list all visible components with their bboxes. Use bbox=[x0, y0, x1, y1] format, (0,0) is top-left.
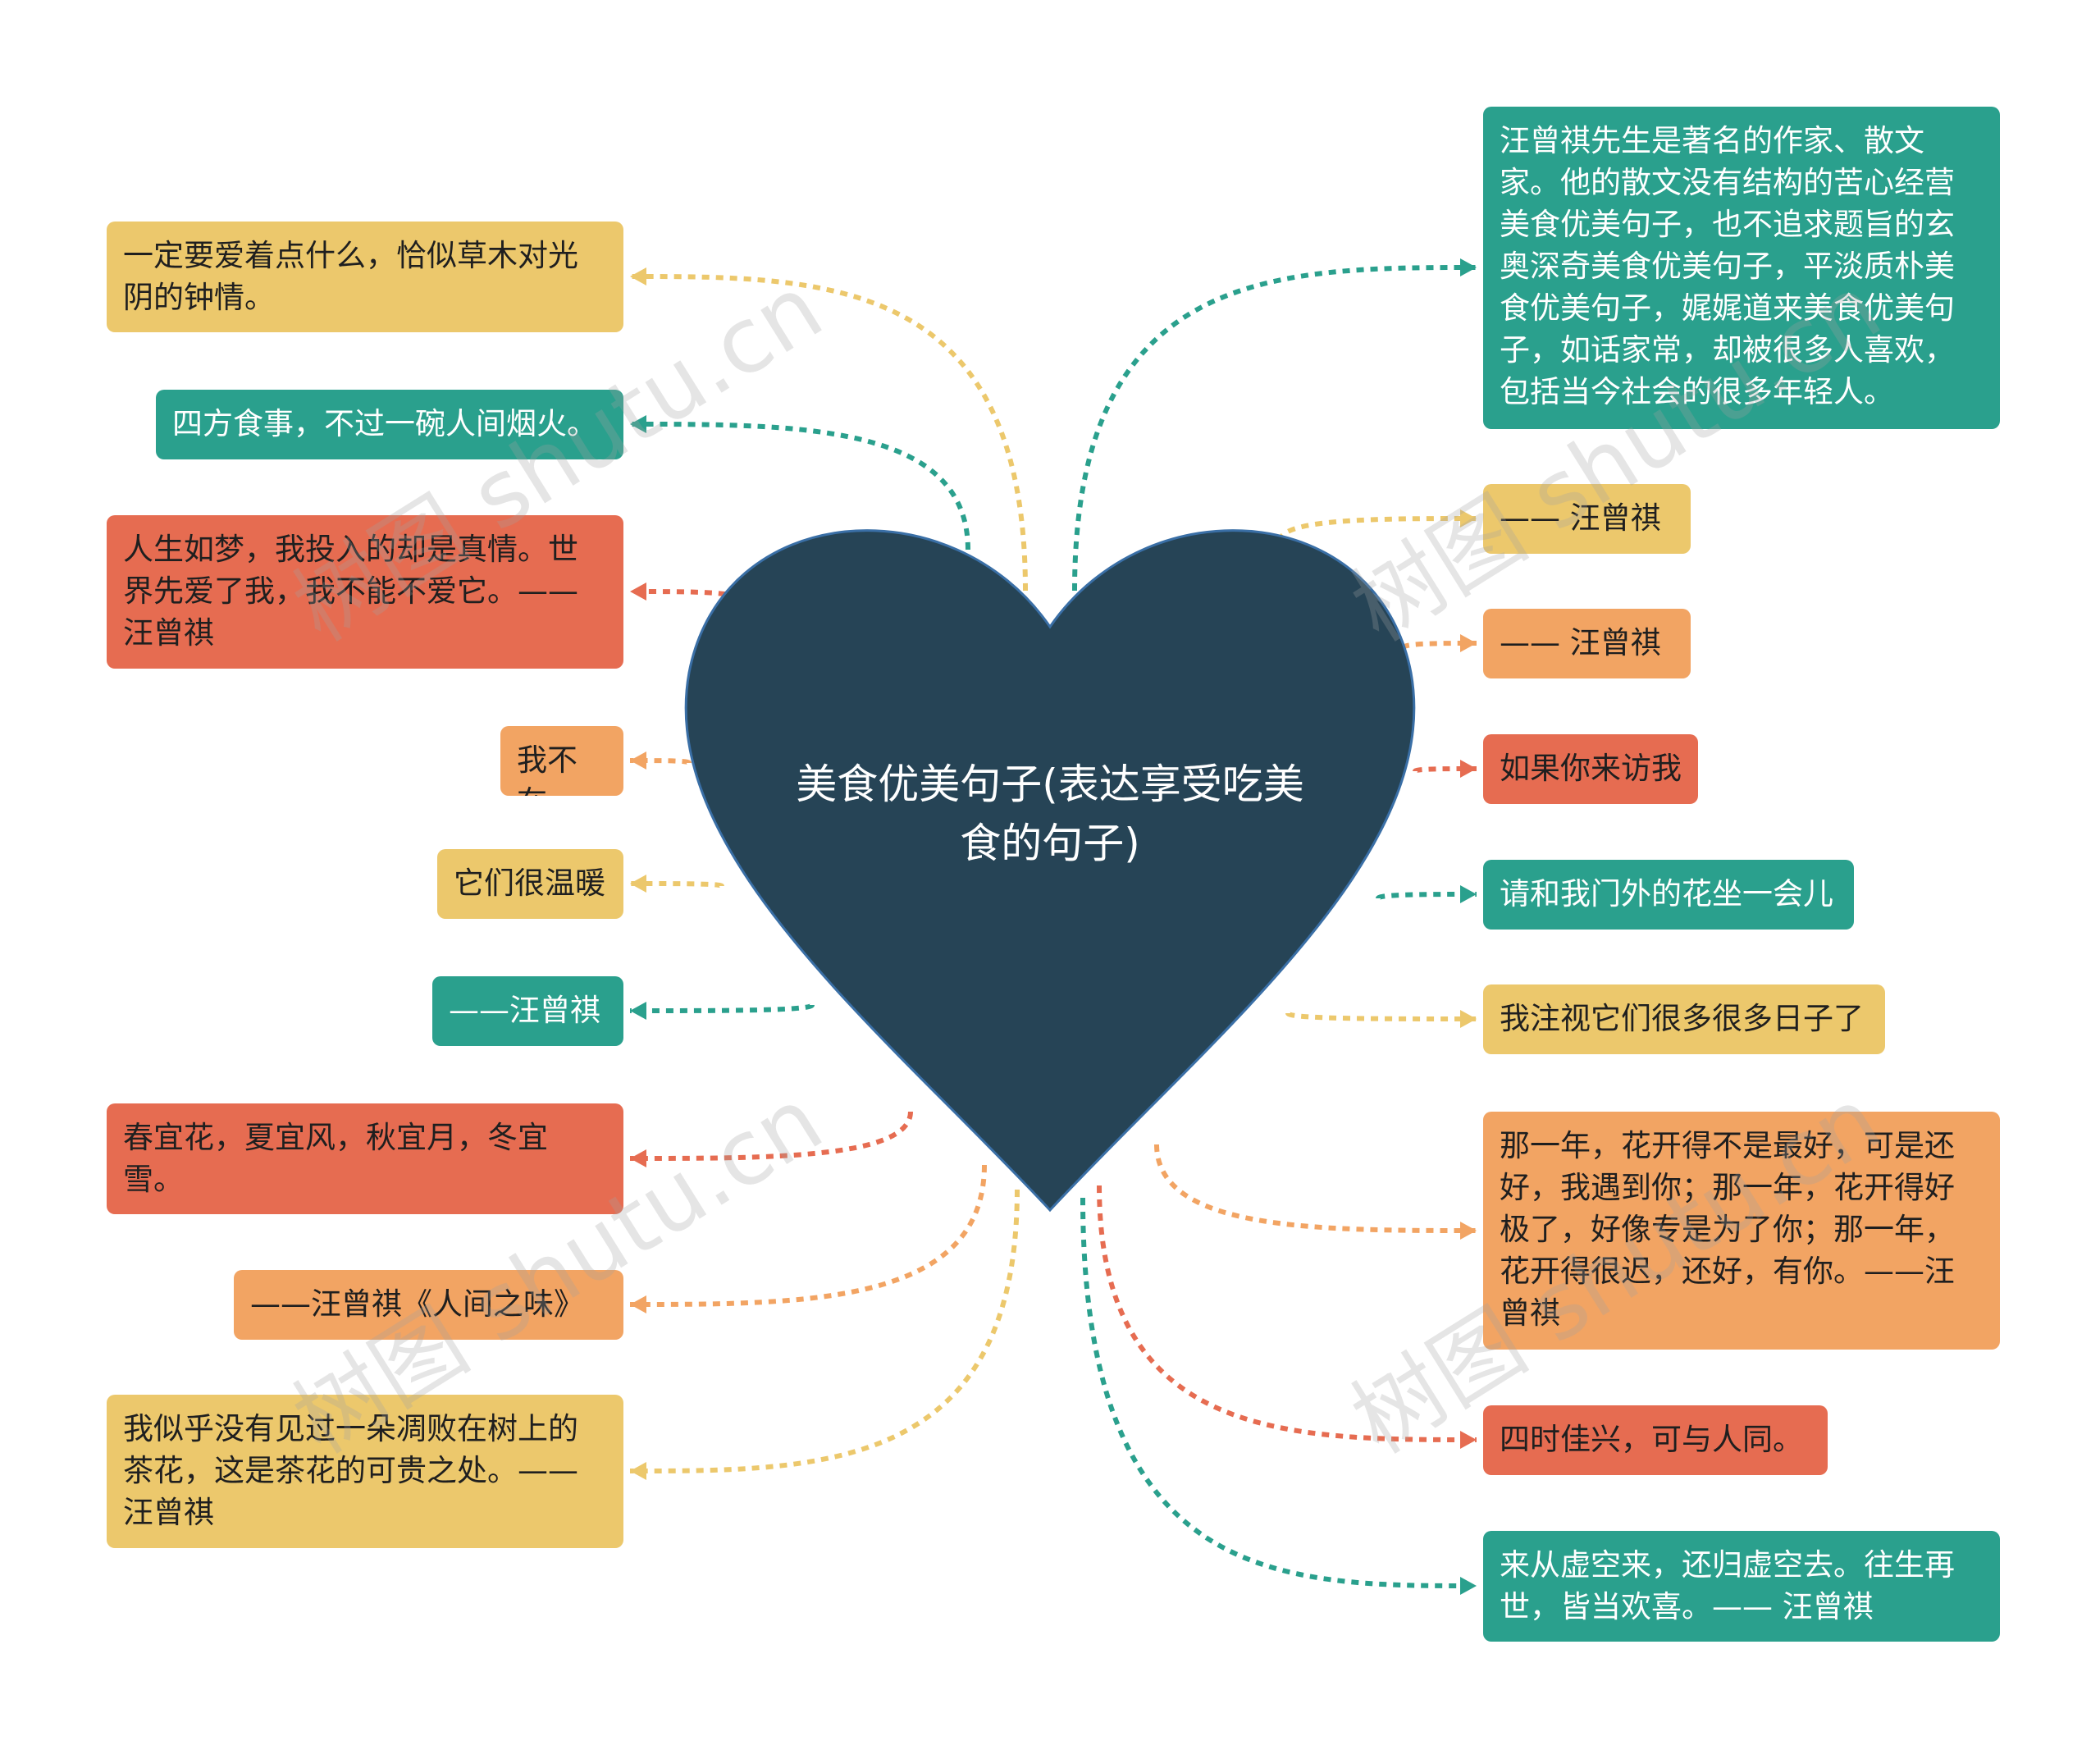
left-node-3-text: 人生如梦，我投入的却是真情。世界先爱了我，我不能不爱它。——汪曾祺 bbox=[123, 532, 578, 651]
edge-left-4-arrowhead bbox=[630, 751, 646, 770]
edge-right-3-arrowhead bbox=[1460, 634, 1477, 652]
edge-right-8-arrowhead bbox=[1460, 1431, 1477, 1449]
left-node-5[interactable]: 它们很温暖 bbox=[437, 849, 623, 919]
right-node-1[interactable]: 汪曾祺先生是著名的作家、散文家。他的散文没有结构的苦心经营美食优美句子，也不追求… bbox=[1483, 107, 2000, 429]
edge-left-1-arrowhead bbox=[630, 267, 646, 286]
left-node-7-text: 春宜花，夏宜风，秋宜月，冬宜雪。 bbox=[123, 1120, 548, 1197]
edge-right-5-arrowhead bbox=[1460, 885, 1477, 903]
right-node-3-text: —— 汪曾祺 bbox=[1500, 625, 1661, 660]
center-topic-title[interactable]: 美食优美句子(表达享受吃美食的句子) bbox=[796, 761, 1304, 867]
edge-left-2 bbox=[629, 422, 970, 550]
edge-right-2-arrowhead bbox=[1460, 509, 1477, 528]
right-node-8[interactable]: 四时佳兴，可与人同。 bbox=[1483, 1405, 1828, 1475]
left-node-5-text: 它们很温暖 bbox=[454, 866, 605, 901]
left-node-2[interactable]: 四方食事，不过一碗人间烟火。 bbox=[156, 390, 623, 459]
right-node-5[interactable]: 请和我门外的花坐一会儿 bbox=[1483, 860, 1854, 930]
edge-left-3-arrowhead bbox=[630, 582, 646, 601]
right-node-6-text: 我注视它们很多很多日子了 bbox=[1500, 1001, 1864, 1036]
right-node-1-text: 汪曾祺先生是著名的作家、散文家。他的散文没有结构的苦心经营美食优美句子，也不追求… bbox=[1500, 123, 1955, 409]
edge-right-4-arrowhead bbox=[1460, 760, 1477, 778]
edge-right-7-arrowhead bbox=[1460, 1222, 1477, 1240]
left-node-9-text: 我似乎没有见过一朵凋败在树上的茶花，这是茶花的可贵之处。——汪曾祺 bbox=[123, 1411, 578, 1530]
right-node-6[interactable]: 我注视它们很多很多日子了 bbox=[1483, 984, 1885, 1054]
left-node-2-text: 四方食事，不过一碗人间烟火。 bbox=[172, 406, 597, 441]
edge-left-8 bbox=[629, 1164, 987, 1307]
right-node-2-text: —— 汪曾祺 bbox=[1500, 500, 1661, 536]
right-node-7[interactable]: 那一年，花开得不是最好，可是还好，我遇到你；那一年，花开得好极了，好像专是为了你… bbox=[1483, 1112, 2000, 1350]
right-node-7-text: 那一年，花开得不是最好，可是还好，我遇到你；那一年，花开得好极了，好像专是为了你… bbox=[1500, 1128, 1955, 1331]
right-node-4[interactable]: 如果你来访我 bbox=[1483, 734, 1698, 804]
left-node-7[interactable]: 春宜花，夏宜风，秋宜月，冬宜雪。 bbox=[107, 1103, 623, 1214]
edge-left-8-arrowhead bbox=[630, 1295, 646, 1313]
right-node-9[interactable]: 来从虚空来，还归虚空去。往生再世，皆当欢喜。—— 汪曾祺 bbox=[1483, 1531, 2000, 1642]
edge-left-9-arrowhead bbox=[630, 1462, 646, 1480]
edge-right-6-arrowhead bbox=[1460, 1010, 1477, 1028]
edge-left-4 bbox=[629, 758, 692, 765]
right-node-9-text: 来从虚空来，还归虚空去。往生再世，皆当欢喜。—— 汪曾祺 bbox=[1500, 1547, 1955, 1624]
right-node-5-text: 请和我门外的花坐一会儿 bbox=[1500, 876, 1833, 911]
edge-right-2 bbox=[1277, 516, 1477, 542]
edge-left-7-arrowhead bbox=[630, 1149, 646, 1167]
right-node-8-text: 四时佳兴，可与人同。 bbox=[1500, 1422, 1803, 1457]
center-heart-shape[interactable] bbox=[684, 529, 1416, 1213]
edge-left-6-arrowhead bbox=[630, 1002, 646, 1020]
edge-right-7 bbox=[1154, 1144, 1477, 1233]
left-node-4[interactable]: 我不在 bbox=[500, 726, 623, 796]
left-node-3[interactable]: 人生如梦，我投入的却是真情。世界先爱了我，我不能不爱它。——汪曾祺 bbox=[107, 515, 623, 669]
left-node-4-text: 我不在 bbox=[517, 742, 578, 796]
edge-right-1-arrowhead bbox=[1460, 258, 1477, 276]
edge-right-1 bbox=[1072, 265, 1477, 592]
right-node-4-text: 如果你来访我 bbox=[1500, 751, 1682, 786]
edge-right-6 bbox=[1285, 1011, 1477, 1021]
edge-right-9 bbox=[1080, 1197, 1477, 1588]
right-node-2[interactable]: —— 汪曾祺 bbox=[1483, 484, 1691, 554]
edge-left-6 bbox=[629, 1003, 815, 1013]
edge-right-9-arrowhead bbox=[1460, 1577, 1477, 1595]
left-node-8-text: ——汪曾祺《人间之味》 bbox=[250, 1286, 584, 1322]
left-node-8[interactable]: ——汪曾祺《人间之味》 bbox=[234, 1270, 623, 1340]
left-node-9[interactable]: 我似乎没有见过一朵凋败在树上的茶花，这是茶花的可贵之处。——汪曾祺 bbox=[107, 1395, 623, 1548]
connector-lines bbox=[629, 258, 1477, 1595]
edge-right-8 bbox=[1097, 1185, 1477, 1442]
edge-left-2-arrowhead bbox=[630, 415, 646, 433]
left-node-6-text: ——汪曾祺 bbox=[449, 993, 600, 1028]
edge-left-7 bbox=[629, 1111, 913, 1161]
edge-left-1 bbox=[629, 274, 1028, 592]
edge-left-9 bbox=[629, 1189, 1020, 1473]
edge-right-4 bbox=[1413, 766, 1477, 774]
left-node-1[interactable]: 一定要爱着点什么，恰似草木对光阴的钟情。 bbox=[107, 222, 623, 332]
edge-left-5 bbox=[629, 881, 724, 888]
left-node-6[interactable]: ——汪曾祺 bbox=[432, 976, 623, 1046]
edge-right-5 bbox=[1376, 892, 1477, 901]
left-node-1-text: 一定要爱着点什么，恰似草木对光阴的钟情。 bbox=[123, 238, 578, 315]
right-node-3[interactable]: —— 汪曾祺 bbox=[1483, 609, 1691, 678]
edge-left-5-arrowhead bbox=[630, 875, 646, 893]
